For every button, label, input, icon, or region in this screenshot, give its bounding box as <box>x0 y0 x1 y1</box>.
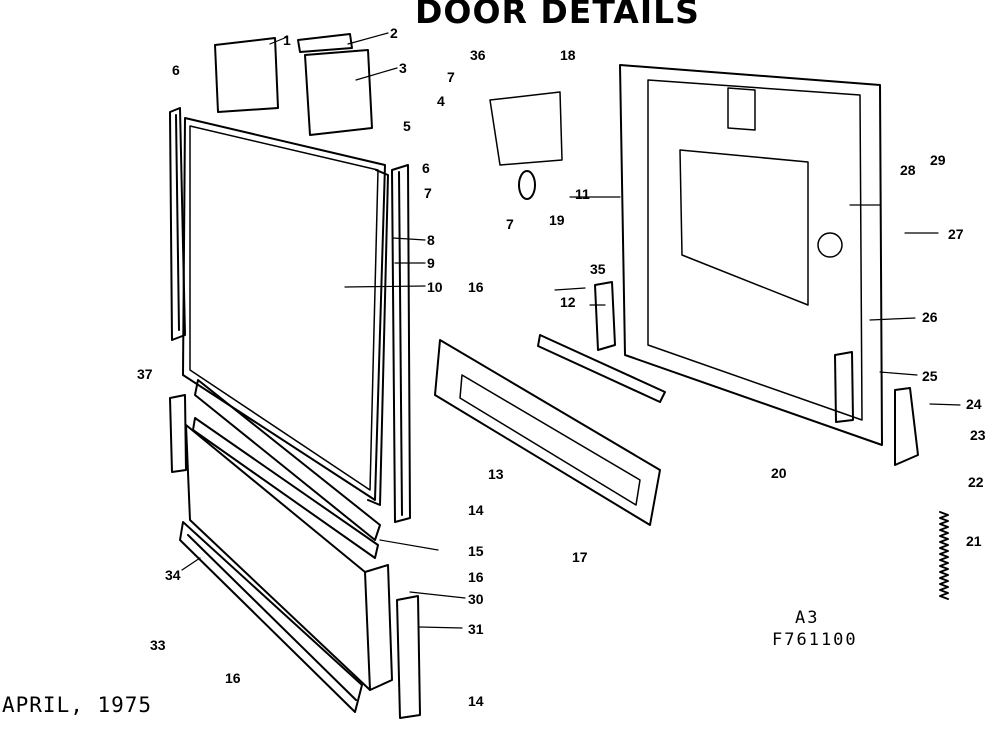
part-panel-2 <box>297 33 353 53</box>
part-hinge-22 <box>894 387 919 466</box>
callout-label-6: 6 <box>422 160 430 176</box>
part-bracket-31 <box>396 595 421 719</box>
callout-label-22: 22 <box>968 474 984 490</box>
part-panel-3 <box>304 49 373 136</box>
callout-label-7: 7 <box>424 185 432 201</box>
callout-label-14: 14 <box>468 502 484 518</box>
part-latch <box>489 91 563 166</box>
callout-label-1: 1 <box>283 32 291 48</box>
part-lower-panel <box>185 424 371 691</box>
callout-label-8: 8 <box>427 232 435 248</box>
callout-label-25: 25 <box>922 368 938 384</box>
callout-label-28: 28 <box>900 162 916 178</box>
part-number-label: F761100 <box>772 630 858 650</box>
callout-label-34: 34 <box>165 567 181 583</box>
part-left-strip <box>169 107 186 341</box>
callout-label-19: 19 <box>549 212 565 228</box>
callout-label-10: 10 <box>427 279 443 295</box>
part-spring <box>939 511 949 600</box>
callout-label-17: 17 <box>572 549 588 565</box>
part-panel-1 <box>214 37 279 113</box>
part-bottom-strip <box>179 521 363 713</box>
callout-label-20: 20 <box>771 465 787 481</box>
callout-label-35: 35 <box>590 261 606 277</box>
callout-label-3: 3 <box>399 60 407 76</box>
diagram-title: DOOR DETAILS <box>415 0 700 31</box>
callout-label-16: 16 <box>225 670 241 686</box>
drawing-code-label: A3 <box>795 608 820 628</box>
part-trim-strip-upper <box>194 379 381 541</box>
callout-label-33: 33 <box>150 637 166 653</box>
callout-label-18: 18 <box>560 47 576 63</box>
part-control-panel <box>434 339 661 526</box>
callout-label-23: 23 <box>970 427 986 443</box>
part-right-strip <box>391 164 411 523</box>
callout-label-26: 26 <box>922 309 938 325</box>
callout-label-6: 6 <box>172 62 180 78</box>
callout-label-29: 29 <box>930 152 946 168</box>
callout-label-5: 5 <box>403 118 411 134</box>
part-bracket-37 <box>169 394 187 473</box>
callout-label-15: 15 <box>468 543 484 559</box>
part-hinge-12 <box>594 281 616 351</box>
callout-label-12: 12 <box>560 294 576 310</box>
callout-label-11: 11 <box>575 186 590 202</box>
callout-label-30: 30 <box>468 591 484 607</box>
callout-label-13: 13 <box>488 466 504 482</box>
callout-label-27: 27 <box>948 226 964 242</box>
callout-label-21: 21 <box>966 533 982 549</box>
callout-label-36: 36 <box>470 47 486 63</box>
callout-label-31: 31 <box>468 621 484 637</box>
callout-label-16: 16 <box>468 569 484 585</box>
date-label: APRIL, 1975 <box>2 693 153 717</box>
callout-label-14: 14 <box>468 693 484 709</box>
callout-label-9: 9 <box>427 255 435 271</box>
callout-label-16: 16 <box>468 279 484 295</box>
part-rail <box>537 334 666 403</box>
callout-label-24: 24 <box>966 396 982 412</box>
part-inner-door <box>619 64 883 446</box>
callout-label-37: 37 <box>137 366 153 382</box>
callout-label-2: 2 <box>390 25 398 41</box>
part-hinge-25 <box>834 351 854 423</box>
callout-label-4: 4 <box>437 93 445 109</box>
callout-label-7: 7 <box>506 216 514 232</box>
callout-label-7: 7 <box>447 69 455 85</box>
part-door-panel <box>182 117 386 501</box>
part-trim-strip-mid <box>192 417 379 559</box>
